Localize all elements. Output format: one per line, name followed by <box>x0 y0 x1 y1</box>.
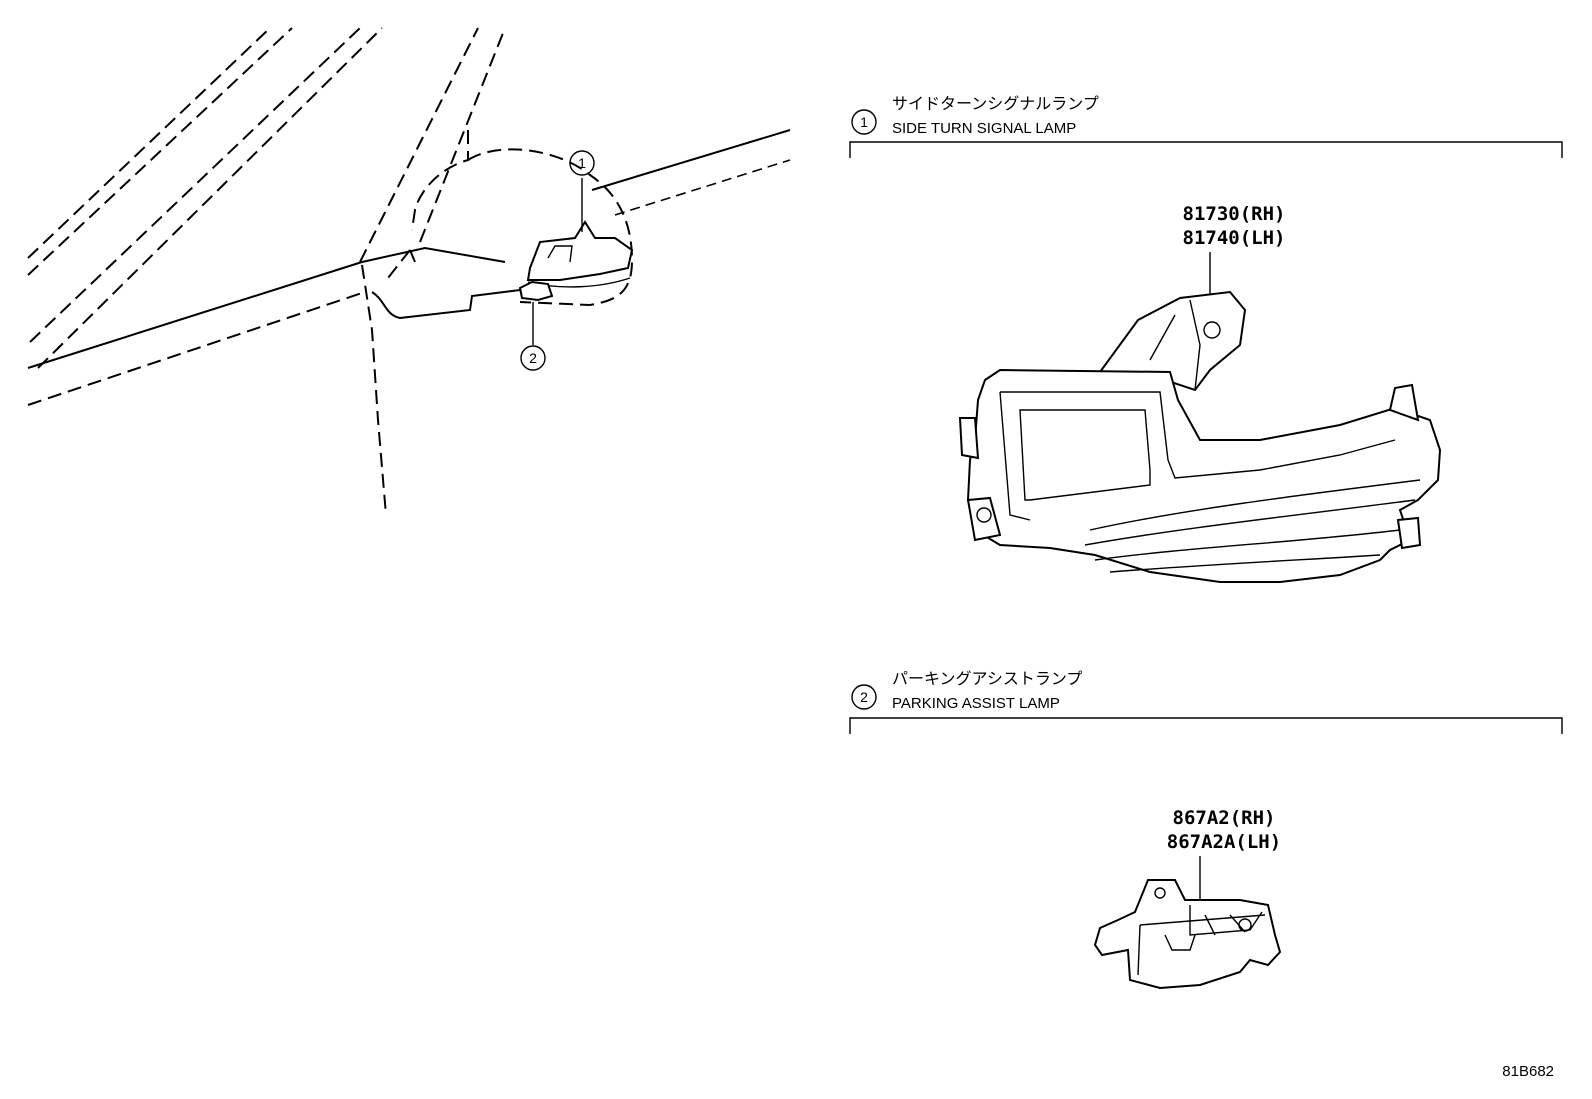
title-en-2: PARKING ASSIST LAMP <box>892 695 1060 712</box>
callout-circle-2 <box>851 684 877 710</box>
overview-callout-2: 2 <box>520 345 546 371</box>
reference-code: 81B682 <box>1502 1063 1554 1080</box>
callout-circle-1 <box>851 109 877 135</box>
parking-assist-lamp-drawing <box>1093 879 1282 990</box>
overview-callout-1: 1 <box>569 150 595 176</box>
part-number-rh-2: 867A2(RH) <box>1173 807 1276 829</box>
callout-number-1: 1 <box>860 114 868 130</box>
svg-text:2: 2 <box>529 350 537 366</box>
section-bracket-1 <box>849 141 1563 158</box>
section-bracket-2 <box>849 717 1563 734</box>
vehicle-overview <box>27 27 791 516</box>
title-en-1: SIDE TURN SIGNAL LAMP <box>892 120 1076 137</box>
part-number-lh-2: 867A2A(LH) <box>1167 831 1281 853</box>
title-jp-1: サイドターンシグナルランプ <box>892 94 1099 113</box>
section-parking-assist-lamp: 2 パーキングアシストランプ PARKING ASSIST LAMP 867A2… <box>849 669 1563 990</box>
title-jp-2: パーキングアシストランプ <box>892 669 1082 688</box>
part-number-rh-1: 81730(RH) <box>1183 203 1286 225</box>
callout-number-2: 2 <box>860 689 868 705</box>
section-side-turn-signal-lamp: 1 サイドターンシグナルランプ SIDE TURN SIGNAL LAMP 81… <box>849 94 1563 583</box>
svg-text:1: 1 <box>578 155 586 171</box>
side-turn-signal-lamp-drawing <box>958 290 1442 583</box>
part-number-lh-1: 81740(LH) <box>1183 227 1286 249</box>
